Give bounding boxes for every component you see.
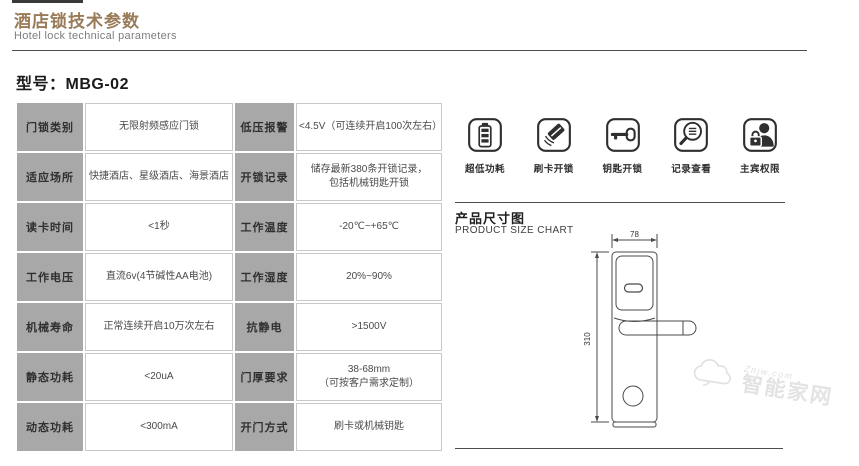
feature-record-view: 记录查看	[661, 116, 721, 175]
spec-label-cell: 开锁记录	[235, 153, 294, 201]
spec-value-cell: >1500V	[296, 303, 442, 351]
spec-value-cell: 刷卡或机械钥匙	[296, 403, 442, 451]
size-chart-subtitle: PRODUCT SIZE CHART	[455, 225, 574, 236]
top-decoration-bar	[12, 0, 83, 3]
spec-value-cell: 38-68mm （可按客户需求定制）	[296, 353, 442, 401]
spec-label-cell: 适应场所	[17, 153, 83, 201]
record-search-icon	[672, 116, 710, 154]
feature-label: 超低功耗	[464, 164, 505, 175]
bottom-divider	[455, 448, 783, 449]
spec-label-cell: 工作湿度	[235, 253, 294, 301]
spec-value-cell: 20%~90%	[296, 253, 442, 301]
spec-value-cell: 正常连续开启10万次左右	[85, 303, 233, 351]
spec-label-cell: 工作电压	[17, 253, 83, 301]
spec-label-cell: 动态功耗	[17, 403, 83, 451]
model-value: MBG-02	[65, 76, 129, 93]
model-line: 型号：MBG-02	[16, 70, 129, 94]
spec-table: 门锁类别 无限射频感应门锁 低压报警 <4.5V（可连续开启100次左右） 适应…	[17, 103, 442, 451]
dim-height-label: 310	[583, 332, 592, 346]
spec-label-cell: 工作温度	[235, 203, 294, 251]
feature-label: 主宾权限	[739, 164, 780, 175]
spec-value-cell: <300mA	[85, 403, 233, 451]
feature-host-guest-permission: 主宾权限	[730, 116, 790, 175]
spec-value-cell: 储存最新380条开锁记录， 包括机械钥匙开锁	[296, 153, 442, 201]
spec-value-cell: -20℃~+65℃	[296, 203, 442, 251]
spec-label-cell: 门厚要求	[235, 353, 294, 401]
page-title: 酒店锁技术参数	[14, 12, 140, 31]
spec-value-cell: 快捷酒店、星级酒店、海景酒店	[85, 153, 233, 201]
feature-ultra-low-power: 超低功耗	[455, 116, 515, 175]
user-permission-icon	[741, 116, 779, 154]
size-chart-divider	[455, 202, 785, 203]
spec-label-cell: 门锁类别	[17, 103, 83, 151]
card-swipe-icon	[535, 116, 573, 154]
spec-label-cell: 读卡时间	[17, 203, 83, 251]
spec-value-cell: 无限射频感应门锁	[85, 103, 233, 151]
model-label: 型号：	[16, 76, 66, 93]
feature-icons-row: 超低功耗 刷卡开锁 钥匙开锁	[455, 116, 790, 175]
spec-label-cell: 低压报警	[235, 103, 294, 151]
dim-width-label: 78	[630, 230, 639, 239]
spec-value-cell: <1秒	[85, 203, 233, 251]
battery-icon	[466, 116, 504, 154]
spec-value-cell: <20uA	[85, 353, 233, 401]
spec-value-cell: <4.5V（可连续开启100次左右）	[296, 103, 442, 151]
page-subtitle: Hotel lock technical parameters	[14, 30, 177, 42]
spec-label-cell: 静态功耗	[17, 353, 83, 401]
size-chart-title: 产品尺寸图	[455, 211, 526, 226]
key-icon	[604, 116, 642, 154]
spec-label-cell: 抗静电	[235, 303, 294, 351]
feature-label: 记录查看	[671, 164, 712, 175]
spec-value-cell: 直流6v(4节碱性AA电池)	[85, 253, 233, 301]
feature-label: 钥匙开锁	[602, 164, 643, 175]
header-divider	[12, 50, 807, 51]
lock-size-diagram: 78 310	[583, 230, 697, 428]
feature-label: 刷卡开锁	[533, 164, 574, 175]
feature-card-unlock: 刷卡开锁	[524, 116, 584, 175]
spec-label-cell: 开门方式	[235, 403, 294, 451]
feature-key-unlock: 钥匙开锁	[593, 116, 653, 175]
spec-label-cell: 机械寿命	[17, 303, 83, 351]
